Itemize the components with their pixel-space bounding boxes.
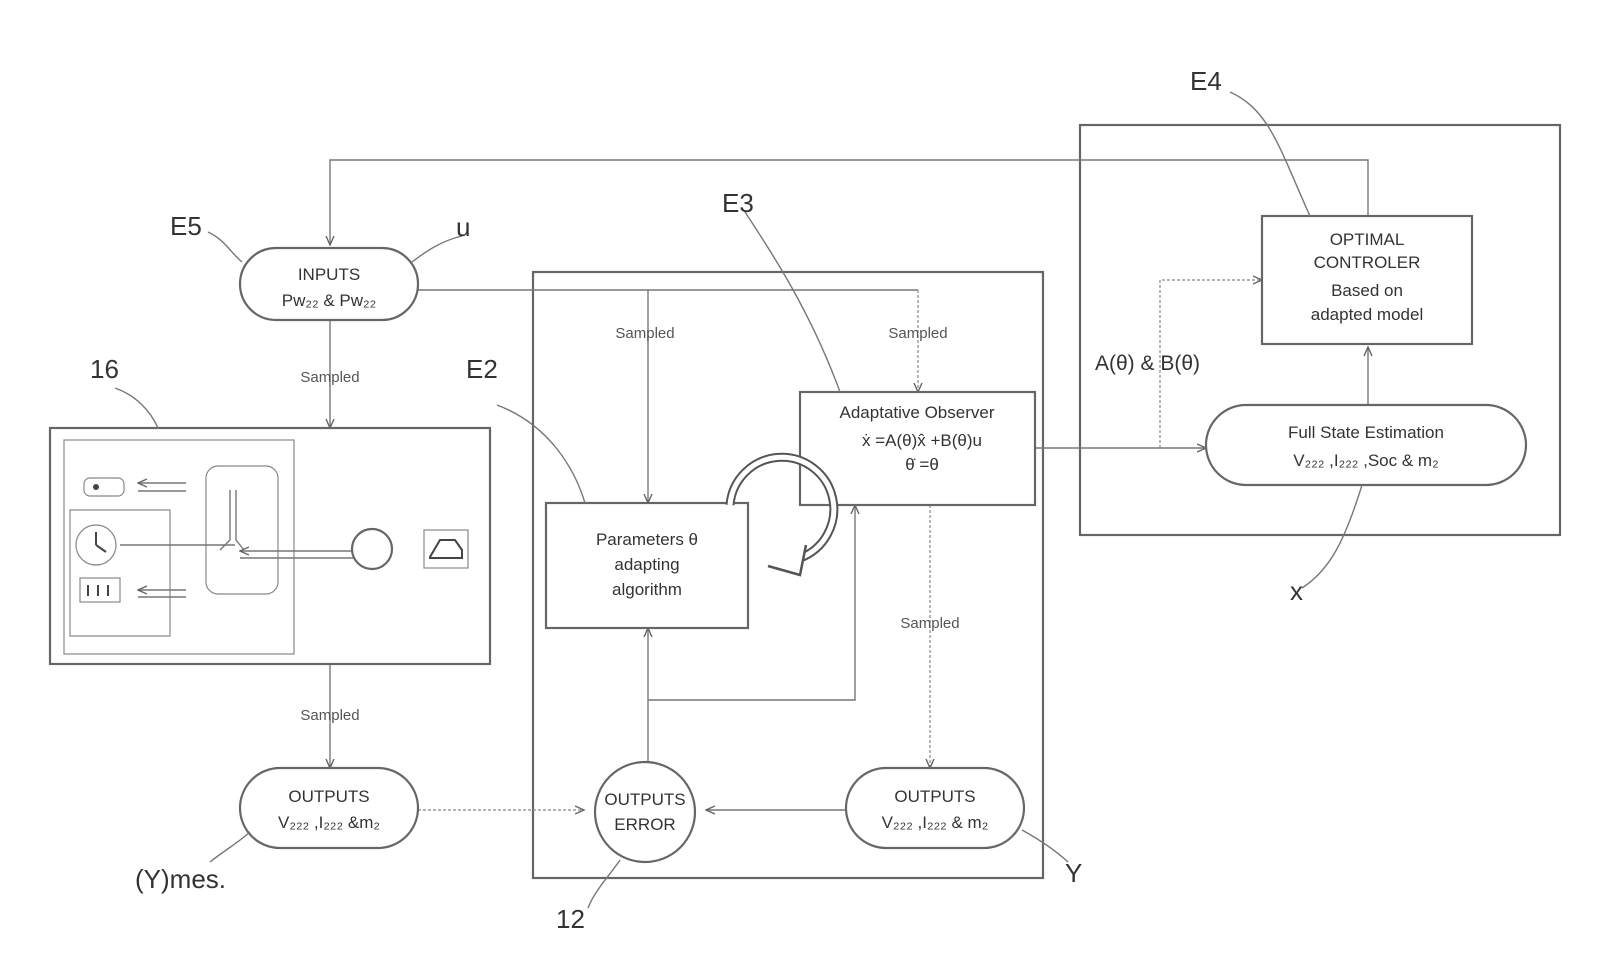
e5-leader bbox=[208, 232, 242, 262]
full-state-box bbox=[1206, 405, 1526, 485]
sampled-label-1: Sampled bbox=[615, 325, 674, 342]
ref-e2: E2 bbox=[466, 354, 498, 384]
controller-line2: CONTROLER bbox=[1314, 253, 1421, 272]
n16-leader bbox=[115, 388, 158, 428]
inputs-line1: INPUTS bbox=[298, 265, 360, 284]
outputs-estimated-box bbox=[846, 768, 1024, 848]
n12-leader bbox=[588, 860, 620, 908]
params-line1: Parameters θ bbox=[596, 530, 698, 549]
x-leader bbox=[1302, 485, 1362, 588]
full-state-line2: V₂₂₂ ,I₂₂₂ ,Soc & m₂ bbox=[1293, 451, 1438, 470]
node-circle bbox=[352, 529, 392, 569]
ref-16: 16 bbox=[90, 354, 119, 384]
observer-line3: θ̇ =θ bbox=[905, 455, 939, 474]
outputs-est-line2: V₂₂₂ ,I₂₂₂ & m₂ bbox=[882, 813, 989, 832]
ymes-leader bbox=[210, 832, 250, 862]
params-line2: adapting bbox=[614, 555, 679, 574]
ref-e5: E5 bbox=[170, 211, 202, 241]
controller-line3: Based on bbox=[1331, 281, 1403, 300]
ref-ymes: (Y)mes. bbox=[135, 864, 226, 894]
outputs-est-line1: OUTPUTS bbox=[894, 787, 975, 806]
e2-leader bbox=[497, 405, 585, 503]
sampled-label-3: Sampled bbox=[300, 369, 359, 386]
ref-u: u bbox=[456, 212, 470, 242]
sampled-label-5: Sampled bbox=[300, 707, 359, 724]
sampled-label-2: Sampled bbox=[888, 325, 947, 342]
observer-line2: ẋ =A(θ)x̂ +B(θ)u bbox=[862, 431, 982, 450]
feedback-line bbox=[330, 160, 1368, 245]
outputs-error-line2: ERROR bbox=[614, 815, 675, 834]
controller-line4: adapted model bbox=[1311, 305, 1423, 324]
full-state-line1: Full State Estimation bbox=[1288, 423, 1444, 442]
ab-label: A(θ) & B(θ) bbox=[1095, 352, 1200, 375]
u-leader bbox=[412, 236, 462, 262]
outputs-meas-line1: OUTPUTS bbox=[288, 787, 369, 806]
observer-line1: Adaptative Observer bbox=[840, 403, 995, 422]
ref-e3: E3 bbox=[722, 188, 754, 218]
outputs-error-circle bbox=[595, 762, 695, 862]
ref-12: 12 bbox=[556, 904, 585, 934]
params-line3: algorithm bbox=[612, 580, 682, 599]
sampled-label-4: Sampled bbox=[900, 615, 959, 632]
outputs-measured-box bbox=[240, 768, 418, 848]
outputs-error-line1: OUTPUTS bbox=[604, 790, 685, 809]
ref-y: Y bbox=[1065, 858, 1082, 888]
y-leader bbox=[1022, 830, 1068, 862]
ref-e4: E4 bbox=[1190, 66, 1222, 96]
ref-x: x bbox=[1290, 576, 1303, 606]
inputs-line2: Pw₂₂ & Pw₂₂ bbox=[282, 291, 376, 310]
controller-line1: OPTIMAL bbox=[1330, 230, 1405, 249]
outputs-meas-line2: V₂₂₂ ,I₂₂₂ &m₂ bbox=[278, 813, 380, 832]
e3-leader bbox=[745, 212, 840, 392]
e4-leader bbox=[1230, 92, 1310, 216]
